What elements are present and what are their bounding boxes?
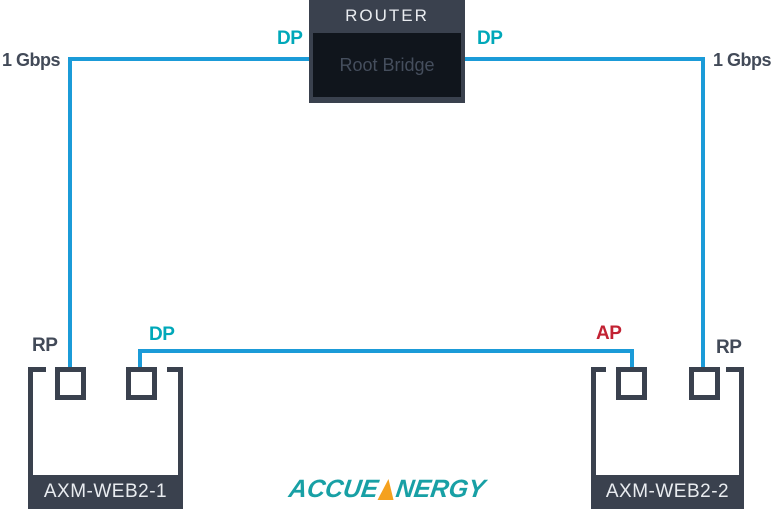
device1-root-port <box>55 367 86 400</box>
device2-root-port <box>689 367 720 400</box>
device1-dp-label: DP <box>149 324 175 345</box>
root-bridge-label: Root Bridge <box>339 54 435 75</box>
link-stub-device2-ap <box>630 349 634 369</box>
device2-alternate-port <box>616 367 647 400</box>
router-left-dp-label: DP <box>277 28 303 49</box>
device2-name-badge: AXM-WEB2-2 <box>591 475 744 509</box>
device1-right-wall <box>178 367 183 509</box>
accuenergy-logo: ACCUE NERGY <box>287 475 487 504</box>
router-right-dp-label: DP <box>477 28 503 49</box>
device2-rp-label: RP <box>716 337 742 358</box>
router-box: ROUTER Root Bridge <box>309 0 465 103</box>
link-line-router-right-vertical <box>701 57 705 369</box>
device1-top-right-stub <box>167 367 183 372</box>
logo-text-part2: NERGY <box>394 475 487 503</box>
link-stub-device1-dp <box>138 349 142 369</box>
device2-top-left-stub <box>591 367 606 372</box>
logo-accent-triangle-icon <box>377 478 397 500</box>
left-uplink-speed-label: 1 Gbps <box>2 50 61 70</box>
device1-name-badge: AXM-WEB2-1 <box>28 475 183 509</box>
link-line-router-left-vertical <box>68 57 72 369</box>
device2-right-wall <box>739 367 744 509</box>
device1-left-wall <box>28 367 33 509</box>
device2-top-right-stub <box>726 367 744 372</box>
right-uplink-speed-label: 1 Gbps <box>712 50 772 70</box>
device1-designated-port <box>126 367 157 400</box>
device1-rp-label: RP <box>32 335 58 356</box>
device-axm-web2-1: AXM-WEB2-1 <box>28 367 183 509</box>
link-line-router-right-horizontal <box>465 57 705 61</box>
logo-text-part1: ACCUE <box>287 475 381 503</box>
root-bridge-panel: Root Bridge <box>313 33 461 97</box>
device1-top-left-stub <box>28 367 46 372</box>
router-title: ROUTER <box>345 6 429 25</box>
link-line-router-left-horizontal <box>68 57 310 61</box>
device2-ap-label: AP <box>596 323 622 344</box>
device-axm-web2-2: AXM-WEB2-2 <box>591 367 744 509</box>
link-line-device-to-device <box>138 349 634 353</box>
device2-left-wall <box>591 367 596 509</box>
